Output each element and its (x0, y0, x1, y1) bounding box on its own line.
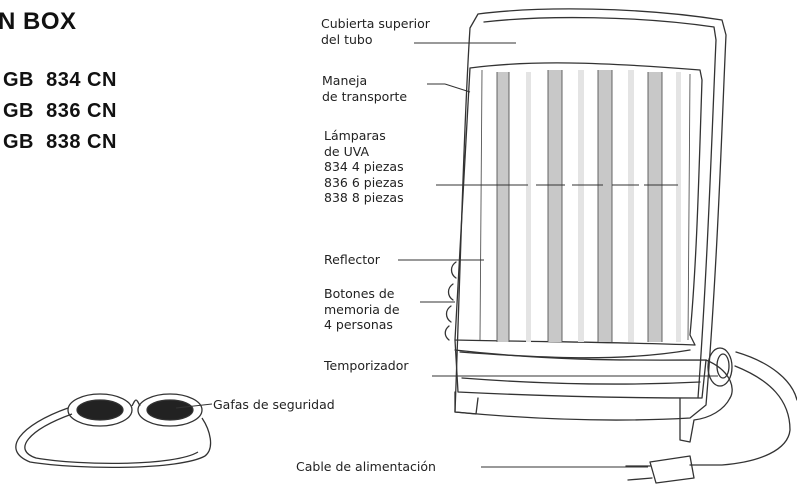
bottom-tray (454, 339, 707, 399)
label-cubierta-superior: Cubierta superior del tubo (321, 16, 430, 47)
right-foot (679, 397, 731, 443)
label-lamparas-line2: de UVA (324, 143, 370, 159)
label-lamparas-line4: 836 6 piezas (324, 174, 404, 190)
model-836: GB 836 CN (3, 100, 117, 122)
label-lamparas-line1: Lámparas (324, 128, 386, 143)
label-maneja-line1: Maneja (322, 73, 368, 88)
label-botones-memoria: Botones de memoria de 4 personas (324, 286, 400, 333)
page-heading: N BOX (0, 8, 77, 35)
label-maneja-line2: de transporte (322, 88, 408, 104)
label-botones-line3: 4 personas (324, 317, 393, 332)
model-838: GB 838 CN (3, 131, 117, 153)
label-lamparas-line3: 834 4 piezas (324, 159, 404, 174)
label-cubierta-line1: Cubierta superior (321, 16, 430, 31)
timer-knob (707, 347, 733, 387)
safety-goggles (15, 393, 212, 469)
label-gafas-seguridad: Gafas de seguridad (213, 397, 335, 412)
label-lamparas-uva: Lámparas de UVA 834 4 piezas 836 6 pieza… (324, 128, 404, 206)
housing-inner-edge (483, 16, 717, 399)
model-834: GB 834 CN (3, 69, 117, 91)
window-frame (454, 62, 703, 346)
memory-buttons (444, 261, 457, 341)
uva-tubes (497, 70, 681, 342)
label-botones-line2: memoria de (324, 301, 400, 317)
label-cable-alimentacion: Cable de alimentación (296, 459, 436, 474)
power-cord (689, 351, 797, 466)
label-temporizador: Temporizador (324, 358, 409, 373)
label-cubierta-line2: del tubo (321, 31, 373, 47)
label-botones-line1: Botones de (324, 286, 395, 301)
label-lamparas-line5: 838 8 piezas (324, 190, 404, 205)
label-maneja-transporte: Maneja de transporte (322, 73, 407, 104)
label-reflector: Reflector (324, 252, 380, 267)
plug (625, 455, 695, 484)
left-foot (454, 391, 479, 415)
